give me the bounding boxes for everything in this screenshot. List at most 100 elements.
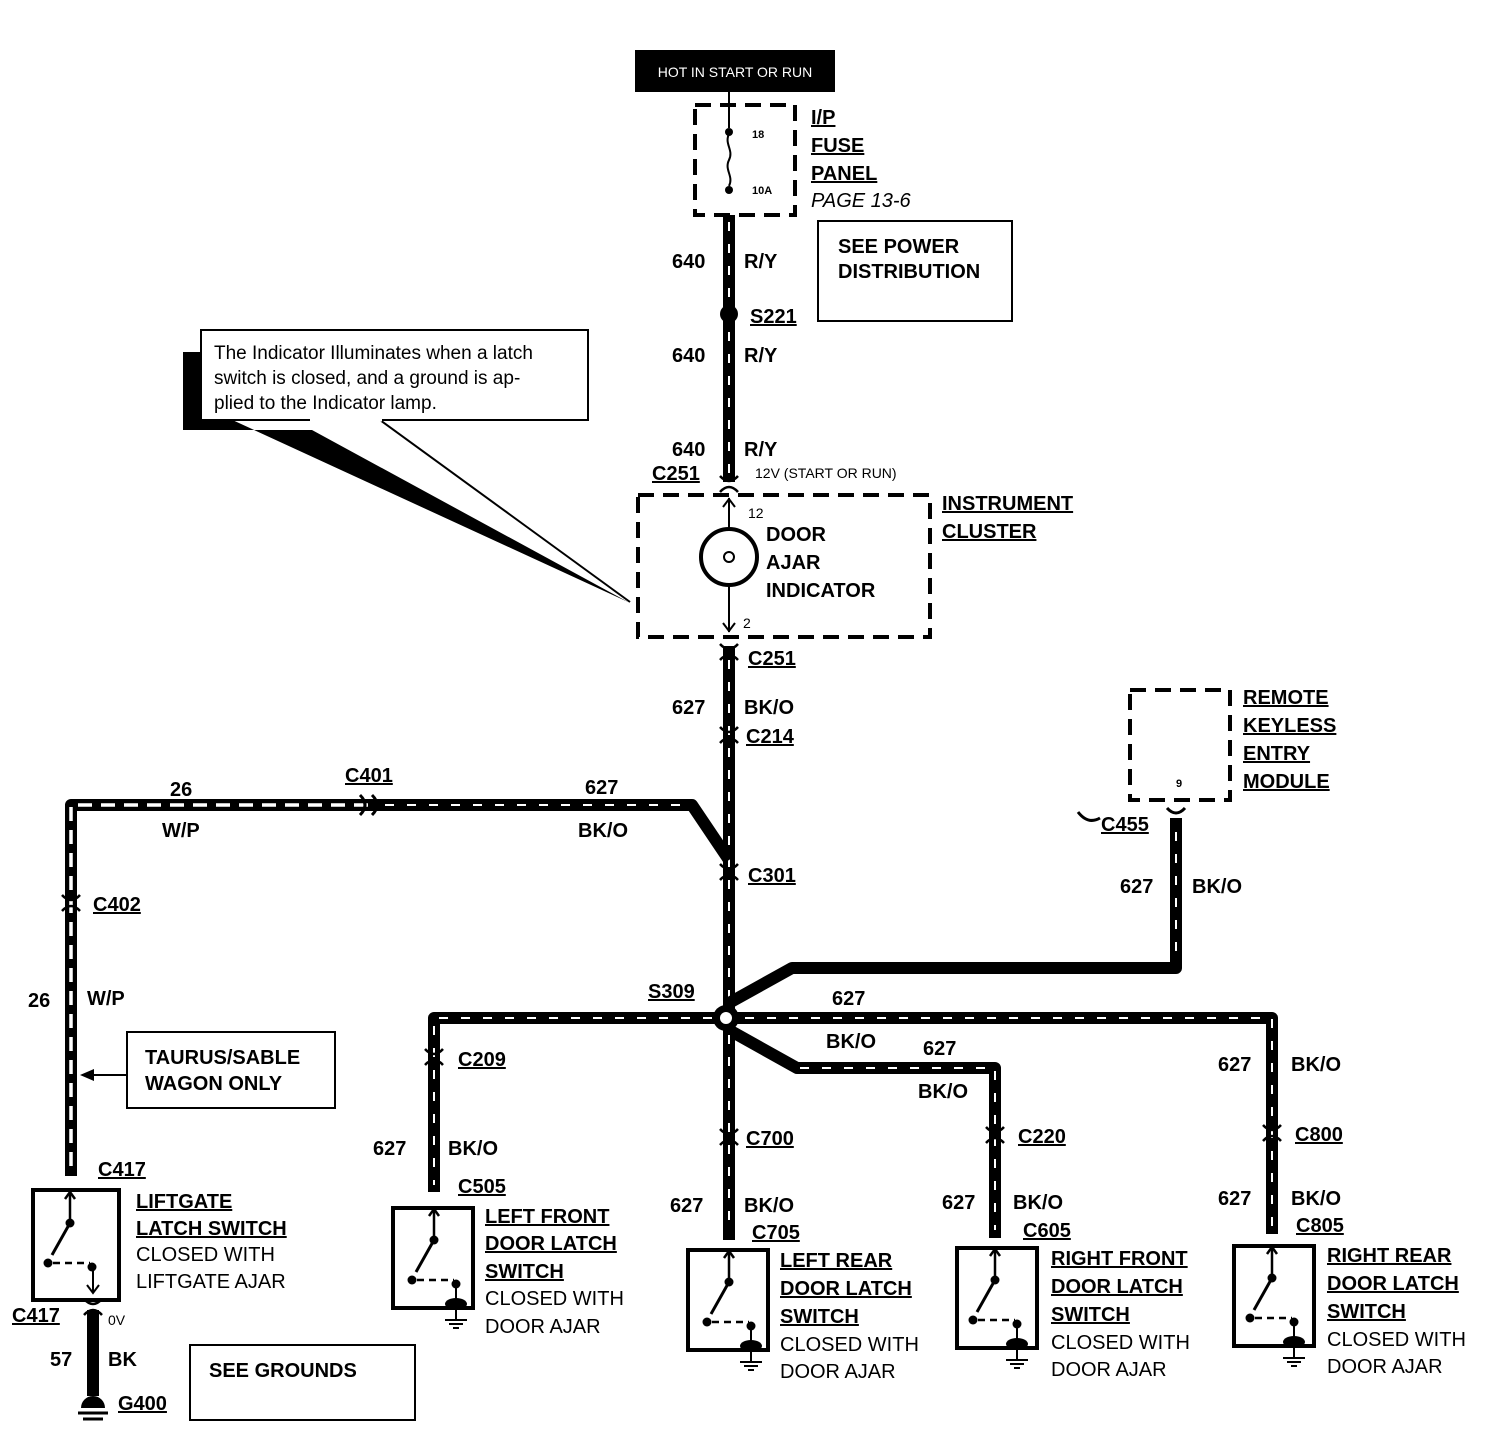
see-power-text-2: DISTRIBUTION [838,261,980,283]
wire-627-label-lf: 627 [373,1138,406,1160]
fuse-panel-title-1: I/P [811,107,835,129]
wire-bko-label-rr: BK/O [1291,1188,1341,1210]
right-rear-desc-1: CLOSED WITH [1327,1329,1466,1351]
wire-bko-label-lr: BK/O [744,1195,794,1217]
indicator-label-3: INDICATOR [766,580,876,602]
wire-627-label-trunk: 627 [672,697,705,719]
cluster-pin-2: 2 [743,615,751,631]
liftgate-desc-1: CLOSED WITH [136,1244,275,1266]
wire-627-label-rr: 627 [1218,1188,1251,1210]
g400-label: G400 [118,1393,167,1415]
callout-line-3: plied to the Indicator lamp. [214,393,437,414]
left-front-desc-1: CLOSED WITH [485,1288,624,1310]
ground-g400-icon [81,1396,105,1408]
wire-wp-label-side: W/P [87,988,125,1010]
rke-name-4: MODULE [1243,771,1330,793]
c220-label: C220 [1018,1126,1066,1148]
right-front-desc-2: DOOR AJAR [1051,1359,1167,1381]
wire-627-label-rf: 627 [942,1192,975,1214]
wire-bko-label-rke: BK/O [1192,876,1242,898]
wire-640-label-1: 640 [672,251,705,273]
wire-627-right-rear [729,1012,1278,1234]
c700-label: C700 [746,1128,794,1150]
hot-label: HOT IN START OR RUN [658,64,813,80]
wire-627-c401-branch [375,799,734,864]
c417-bottom-label: C417 [12,1305,60,1327]
wire-bko-label-lf: BK/O [448,1138,498,1160]
wire-627-label-c401: 627 [585,777,618,799]
left-front-desc-2: DOOR AJAR [485,1316,601,1338]
c705-label: C705 [752,1222,800,1244]
wire-bk-label: BK [108,1349,137,1371]
taurus-note-1: TAURUS/SABLE [145,1047,300,1069]
hot-label-box [635,50,835,92]
right-front-name-1: RIGHT FRONT [1051,1248,1188,1270]
wire-ry-label-2: R/Y [744,345,778,367]
wire-26-label-top: 26 [170,779,192,801]
right-front-switch-box [955,1246,1039,1350]
fuse-panel-box [693,103,797,217]
fuse-icon [726,133,732,187]
wire-627-left-front [428,1012,729,1192]
voltage-note: 12V (START OR RUN) [755,465,897,481]
liftgate-switch-box [31,1188,121,1302]
left-front-name-1: LEFT FRONT [485,1206,609,1228]
indicator-lamp-icon [699,527,759,587]
s309-label: S309 [648,981,695,1003]
c800-label: C800 [1295,1124,1343,1146]
wire-ry-label-1: R/Y [744,251,778,273]
wire-627-label-lr: 627 [670,1195,703,1217]
rke-module-box [1128,688,1232,802]
left-rear-name-2: DOOR LATCH [780,1278,912,1300]
wire-640-label-2: 640 [672,345,705,367]
c805-label: C805 [1296,1215,1344,1237]
liftgate-desc-2: LIFTGATE AJAR [136,1271,286,1293]
left-front-switch-box [391,1206,475,1310]
callout-line-1: The Indicator Illuminates when a latch [214,343,533,364]
fuse-rating: 10A [752,185,772,197]
right-front-desc-1: CLOSED WITH [1051,1332,1190,1354]
left-rear-name-3: SWITCH [780,1306,859,1328]
left-front-name-3: SWITCH [485,1261,564,1283]
c214-label: C214 [746,726,795,748]
right-front-name-2: DOOR LATCH [1051,1276,1183,1298]
wire-bko-label-rr-mid: BK/O [1291,1054,1341,1076]
wire-bko-label-rf-top: BK/O [918,1081,968,1103]
c251-top-label: C251 [652,463,700,485]
c417-top-label: C417 [98,1159,146,1181]
right-rear-name-2: DOOR LATCH [1327,1273,1459,1295]
see-power-text-1: SEE POWER [838,236,960,258]
callout-box [200,329,589,421]
indicator-label-1: DOOR [766,524,827,546]
left-front-name-2: DOOR LATCH [485,1233,617,1255]
wire-627-label-rke: 627 [1120,876,1153,898]
wire-627-label-rr-mid: 627 [1218,1054,1251,1076]
right-rear-name-1: RIGHT REAR [1327,1245,1452,1267]
fuse-panel-title-3: PANEL [811,163,877,185]
c402-label: C402 [93,894,141,916]
liftgate-name-2: LATCH SWITCH [136,1218,287,1240]
right-rear-desc-2: DOOR AJAR [1327,1356,1443,1378]
liftgate-name-1: LIFTGATE [136,1191,232,1213]
rke-name-1: REMOTE [1243,687,1329,709]
cluster-name-2: CLUSTER [942,521,1037,543]
splice-s221 [720,305,738,323]
volt-0v: 0V [108,1312,126,1328]
wire-26-label-side: 26 [28,990,50,1012]
wire-627-label-rr-top: 627 [832,988,865,1010]
wire-bko-label-trunk: BK/O [744,697,794,719]
left-rear-desc-2: DOOR AJAR [780,1361,896,1383]
cluster-pin-12: 12 [748,505,764,521]
rke-name-2: KEYLESS [1243,715,1336,737]
wire-627-label-rf-top: 627 [923,1038,956,1060]
c209-label: C209 [458,1049,506,1071]
left-rear-desc-1: CLOSED WITH [780,1334,919,1356]
cluster-name-1: INSTRUMENT [942,493,1073,515]
right-rear-name-3: SWITCH [1327,1301,1406,1323]
fuse-panel-page: PAGE 13-6 [811,190,912,212]
c401-label: C401 [345,765,393,787]
callout-line-2: switch is closed, and a ground is ap- [214,368,520,389]
wire-bko-label-c401: BK/O [578,820,628,842]
c605-label: C605 [1023,1220,1071,1242]
